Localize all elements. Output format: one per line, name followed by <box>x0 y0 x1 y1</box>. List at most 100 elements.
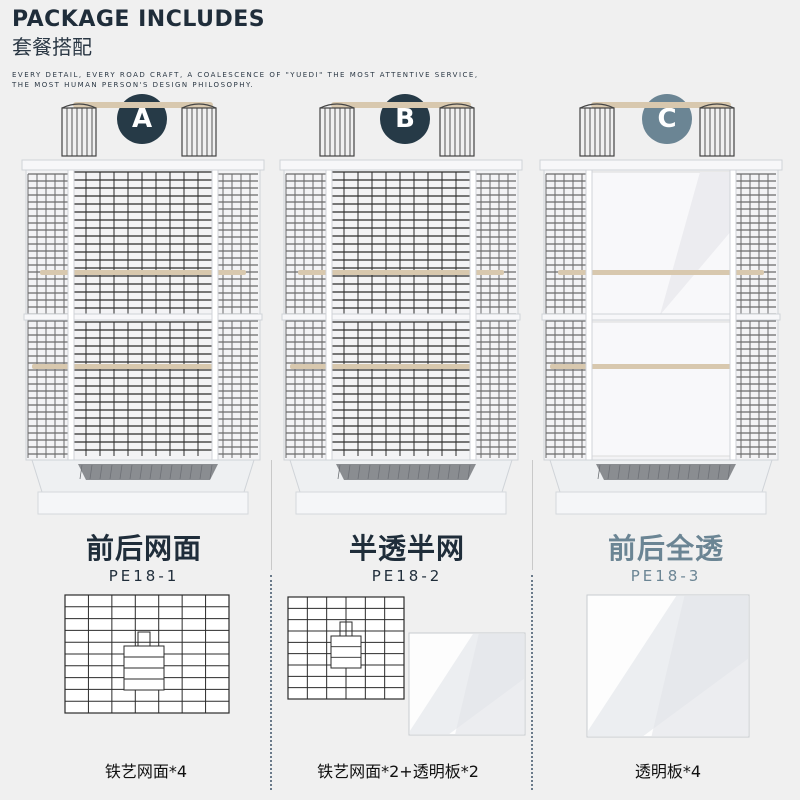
grate-line <box>697 464 701 480</box>
grate-line <box>667 464 671 480</box>
grate-line <box>407 464 411 480</box>
grate-line <box>437 464 441 480</box>
clear-shade <box>651 596 748 736</box>
post-left <box>67 169 75 461</box>
top-feeder-door-right <box>439 107 475 157</box>
grate-line <box>179 464 183 480</box>
option-c-badge: C <box>642 94 692 144</box>
header: PACKAGE INCLUDES 套餐搭配 EVERY DETAIL, EVER… <box>12 6 792 90</box>
grate-line <box>627 464 631 480</box>
divider-left <box>270 575 272 790</box>
divider-right <box>531 575 533 790</box>
grate-line <box>657 464 661 480</box>
post-right <box>729 169 737 461</box>
clear-shade <box>455 634 524 734</box>
door-latch <box>137 631 151 647</box>
option-c-name: 前后全透 <box>607 532 724 565</box>
perch-lower <box>550 364 736 369</box>
cage-roof <box>539 159 783 171</box>
glare <box>660 172 732 315</box>
post-right <box>469 169 477 461</box>
option-a-name: 前后网面 <box>85 532 202 565</box>
page-title: PACKAGE INCLUDES <box>12 7 266 32</box>
grate-line <box>109 464 113 480</box>
tray-drawer <box>555 491 767 515</box>
top-feeder-door-right-arc <box>439 103 475 109</box>
top-perch <box>591 102 731 108</box>
grate-line <box>687 464 691 480</box>
clear-panel-c-image <box>586 594 750 738</box>
middle-rail <box>541 313 781 321</box>
top-feeder-door-right <box>699 107 735 157</box>
top-perch <box>73 102 213 108</box>
cage-c-image <box>539 102 783 515</box>
grate-line <box>397 464 401 480</box>
grate-line <box>89 464 93 480</box>
grate-line <box>79 464 83 480</box>
grate-line <box>597 464 601 480</box>
option-b-caption: 铁艺网面*2+透明板*2 <box>317 762 479 781</box>
cage-b-image <box>279 102 523 515</box>
tray-drawer <box>37 491 249 515</box>
grate-line <box>457 464 461 480</box>
grate-line <box>199 464 203 480</box>
top-feeder-door-right <box>181 107 217 157</box>
grate-line <box>347 464 351 480</box>
cage-roof <box>279 159 523 171</box>
clear-panel-b-image <box>408 632 526 736</box>
grate-line <box>717 464 721 480</box>
option-a-badge-letter: A <box>131 104 153 134</box>
option-b-name: 半透半网 <box>348 532 465 565</box>
base-grate <box>78 464 218 480</box>
grate-line <box>139 464 143 480</box>
perch-upper <box>40 270 246 275</box>
grate-line <box>99 464 103 480</box>
cage-roof <box>21 159 265 171</box>
grate-line <box>129 464 133 480</box>
option-b-code: PE18-2 <box>371 567 443 585</box>
top-feeder-door-right-arc <box>181 103 217 109</box>
grate-line <box>707 464 711 480</box>
grate-line <box>149 464 153 480</box>
perch-upper <box>558 270 764 275</box>
grate-line <box>169 464 173 480</box>
top-feeder-door-left <box>319 107 355 157</box>
door-latch <box>339 621 353 637</box>
base-grate <box>596 464 736 480</box>
divider-top-right <box>532 460 533 570</box>
top-feeder-door-left-arc <box>319 103 355 109</box>
grate-line <box>337 464 341 480</box>
perch-lower <box>290 364 476 369</box>
top-feeder-door-left-arc <box>579 103 615 109</box>
grate-line <box>357 464 361 480</box>
top-feeder-door-left <box>579 107 615 157</box>
grate-line <box>447 464 451 480</box>
page-subtitle: 套餐搭配 <box>12 35 92 59</box>
base-grate <box>336 464 476 480</box>
tagline: EVERY DETAIL, EVERY ROAD CRAFT, A COALES… <box>12 71 479 89</box>
grate-line <box>377 464 381 480</box>
option-c-badge-letter: C <box>657 104 677 134</box>
post-left <box>585 169 593 461</box>
grate-line <box>427 464 431 480</box>
perch-upper <box>298 270 504 275</box>
middle-rail <box>23 313 263 321</box>
post-left <box>325 169 333 461</box>
grate-line <box>367 464 371 480</box>
grate-line <box>387 464 391 480</box>
middle-rail <box>281 313 521 321</box>
tray-drawer <box>295 491 507 515</box>
grate-line <box>727 464 731 480</box>
grate-line <box>617 464 621 480</box>
cage-a-image <box>21 102 265 515</box>
grate-line <box>159 464 163 480</box>
top-feeder-door-left <box>61 107 97 157</box>
option-c-code: PE18-3 <box>630 567 702 585</box>
grate-line <box>189 464 193 480</box>
top-feeder-door-left-arc <box>61 103 97 109</box>
grate-line <box>209 464 213 480</box>
grate-line <box>677 464 681 480</box>
grate-line <box>417 464 421 480</box>
grate-line <box>607 464 611 480</box>
grate-line <box>637 464 641 480</box>
